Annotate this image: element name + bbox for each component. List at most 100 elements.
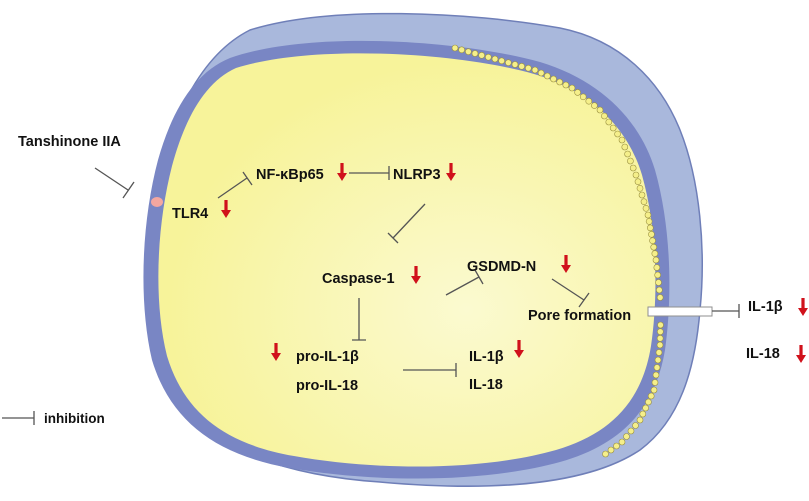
label-caspase1: Caspase-1 (322, 271, 395, 287)
inhibit-pro-to-mature (403, 363, 457, 377)
pore-dot (605, 118, 613, 126)
pro-il1b-decrease-arrow (271, 343, 281, 361)
pore-dot (655, 349, 663, 356)
membrane-pore-channel (647, 306, 713, 317)
pore-dot (656, 294, 664, 301)
pore-dot (518, 63, 525, 70)
pore-dot (613, 442, 620, 450)
pore-dot (645, 218, 653, 225)
pore-dot (550, 75, 557, 83)
label-il18-inside: IL-18 (469, 377, 503, 393)
label-nlrp3: NLRP3 (393, 167, 441, 183)
pore-dot (627, 157, 634, 165)
gsdmd-pore-dots (451, 44, 664, 458)
label-il1b-released: IL-1β (748, 299, 783, 315)
pore-dot (655, 279, 662, 286)
pore-dot (645, 398, 652, 406)
pore-dot (648, 230, 655, 238)
pore-dot (636, 185, 644, 192)
pore-dot (642, 205, 650, 212)
pore-dot (505, 59, 512, 66)
pore-dot (651, 379, 659, 386)
pore-dot (465, 48, 472, 55)
legend-inhibition-symbol (2, 411, 35, 425)
pore-dot (525, 64, 532, 72)
pore-dot (591, 102, 598, 109)
pore-dot (646, 224, 654, 232)
pore-dot (652, 256, 660, 264)
pore-dot (544, 72, 551, 80)
tlr4-receptor-icon (151, 197, 163, 207)
label-il1b-inside: IL-1β (469, 349, 504, 365)
inhibition-lines (2, 166, 740, 425)
pore-dot (624, 150, 631, 158)
pore-dot (618, 438, 626, 446)
label-nfkb: NF-κBp65 (256, 167, 324, 183)
pore-dot (656, 335, 664, 342)
pore-dot (652, 371, 660, 379)
pore-dot (607, 446, 615, 454)
pore-dot (491, 55, 499, 63)
inhibit-drug-to-tlr4 (94, 167, 135, 199)
inhibit-nfkb-to-nlrp3 (349, 166, 390, 180)
cytoplasm (158, 53, 656, 467)
pore-dot (639, 410, 647, 418)
label-tlr4: TLR4 (172, 206, 208, 222)
pore-dot (485, 53, 492, 61)
pore-dot (614, 130, 621, 138)
pore-dot (596, 106, 604, 114)
pore-dot (657, 328, 664, 335)
pore-dot (537, 69, 545, 77)
label-gsdmd-n: GSDMD-N (467, 259, 536, 275)
pore-dot (657, 321, 664, 329)
pore-dot (642, 404, 649, 412)
pore-dot (627, 427, 635, 435)
pore-dot (632, 171, 640, 179)
il18-released-decrease-arrow (796, 345, 806, 363)
pore-dot (653, 264, 661, 271)
nlrp3-decrease-arrow (446, 163, 456, 181)
inhibit-pore-to-release (712, 304, 740, 318)
inhibit-gsdmd-to-pore (551, 278, 590, 308)
pore-dot (638, 191, 646, 199)
pore-dot (654, 356, 662, 364)
pore-dot (623, 433, 630, 440)
pore-dot (640, 198, 648, 205)
pore-dot (650, 386, 658, 394)
pore-dot (656, 286, 663, 294)
gsdmd-decrease-arrow (561, 255, 571, 273)
pore-dot (531, 66, 539, 74)
pore-dot (653, 364, 661, 371)
pore-dot (568, 84, 576, 92)
label-pro-il18: pro-IL-18 (296, 378, 358, 394)
pore-dot (656, 341, 664, 349)
tlr4-decrease-arrow (221, 200, 231, 218)
inhibit-caspase1-to-pro (352, 298, 366, 341)
pore-dot (579, 93, 587, 101)
pore-dot (478, 52, 485, 59)
pore-dot (609, 124, 617, 132)
pore-dot (451, 44, 459, 52)
pore-dot (458, 46, 465, 54)
pore-dot (649, 237, 656, 245)
pore-dot (602, 450, 609, 458)
label-pore-formation: Pore formation (528, 308, 631, 324)
label-pro-il1b: pro-IL-1β (296, 349, 359, 365)
pore-dot (647, 392, 655, 400)
pore-dot (644, 211, 652, 219)
pore-dot (601, 112, 608, 120)
pore-dot (636, 416, 644, 424)
pore-dot (634, 178, 642, 185)
pore-dot (621, 143, 629, 151)
pore-dot (651, 250, 659, 257)
caspase1-decrease-arrow (411, 266, 421, 284)
legend-label-inhibition: inhibition (44, 411, 105, 426)
il1b-inside-decrease-arrow (514, 340, 524, 358)
pore-dot (562, 81, 570, 89)
inhibit-nlrp3-to-caspase1 (387, 203, 426, 244)
pore-dot (650, 243, 658, 251)
pore-dot (654, 271, 661, 279)
pore-dot (511, 61, 519, 68)
inhibit-tlr4-to-nfkb (217, 171, 253, 199)
il1b-released-decrease-arrow (798, 298, 808, 316)
